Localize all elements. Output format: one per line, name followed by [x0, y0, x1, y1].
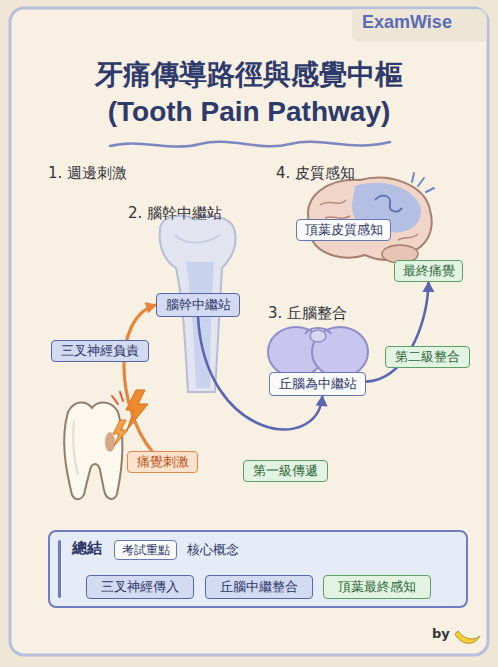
brand-name: ExamWise — [362, 12, 452, 33]
step-heading: 2. 腦幹中繼站 — [128, 204, 222, 223]
edge-label: 第一級傳遞 — [243, 460, 328, 482]
box-text: 最終痛覺 — [403, 262, 455, 280]
edge-label: 第二級整合 — [385, 346, 470, 368]
nerve-arrow — [124, 305, 156, 451]
box-text: 頂葉皮質感知 — [305, 221, 383, 239]
title: 牙痛傳導路徑與感覺中樞 (Tooth Pain Pathway) — [54, 56, 444, 130]
step-heading: 4. 皮質感知 — [276, 164, 355, 183]
box-text: 考試重點 — [122, 542, 170, 559]
box-text: 丘腦中繼整合 — [220, 578, 298, 596]
panel-note: 核心概念 — [187, 541, 239, 559]
box-text: 三叉神經傳入 — [101, 578, 179, 596]
summary-box: 丘腦中繼整合 — [205, 575, 313, 599]
step-heading: 1. 週邊刺激 — [48, 164, 127, 183]
cortex-box: 頂葉皮質感知 — [296, 219, 391, 241]
credit-text: by — [432, 626, 450, 641]
panel-heading: 總結 — [72, 539, 102, 558]
relay-box: 丘腦為中繼站 — [269, 372, 366, 396]
relay-box: 腦幹中繼站 — [156, 293, 240, 317]
box-text: 丘腦為中繼站 — [279, 375, 357, 393]
stimulus-box: 痛覺刺激 — [127, 451, 198, 473]
summary-panel: 總結 核心概念考試重點三叉神經傳入 丘腦中繼整合 頂葉最終感知 — [48, 530, 468, 608]
accent-bar — [58, 540, 61, 598]
box-text: 頂葉最終感知 — [338, 578, 416, 596]
step-heading: 3. 丘腦整合 — [268, 304, 347, 323]
edge-label: 三叉神經負責 — [51, 340, 149, 362]
box-text: 痛覺刺激 — [137, 453, 189, 471]
summary-box: 三叉神經傳入 — [86, 575, 194, 599]
summary-box: 頂葉最終感知 — [323, 575, 431, 599]
tag-box: 考試重點 — [114, 540, 177, 560]
box-text: 腦幹中繼站 — [166, 296, 231, 314]
result-box: 最終痛覺 — [394, 260, 463, 282]
